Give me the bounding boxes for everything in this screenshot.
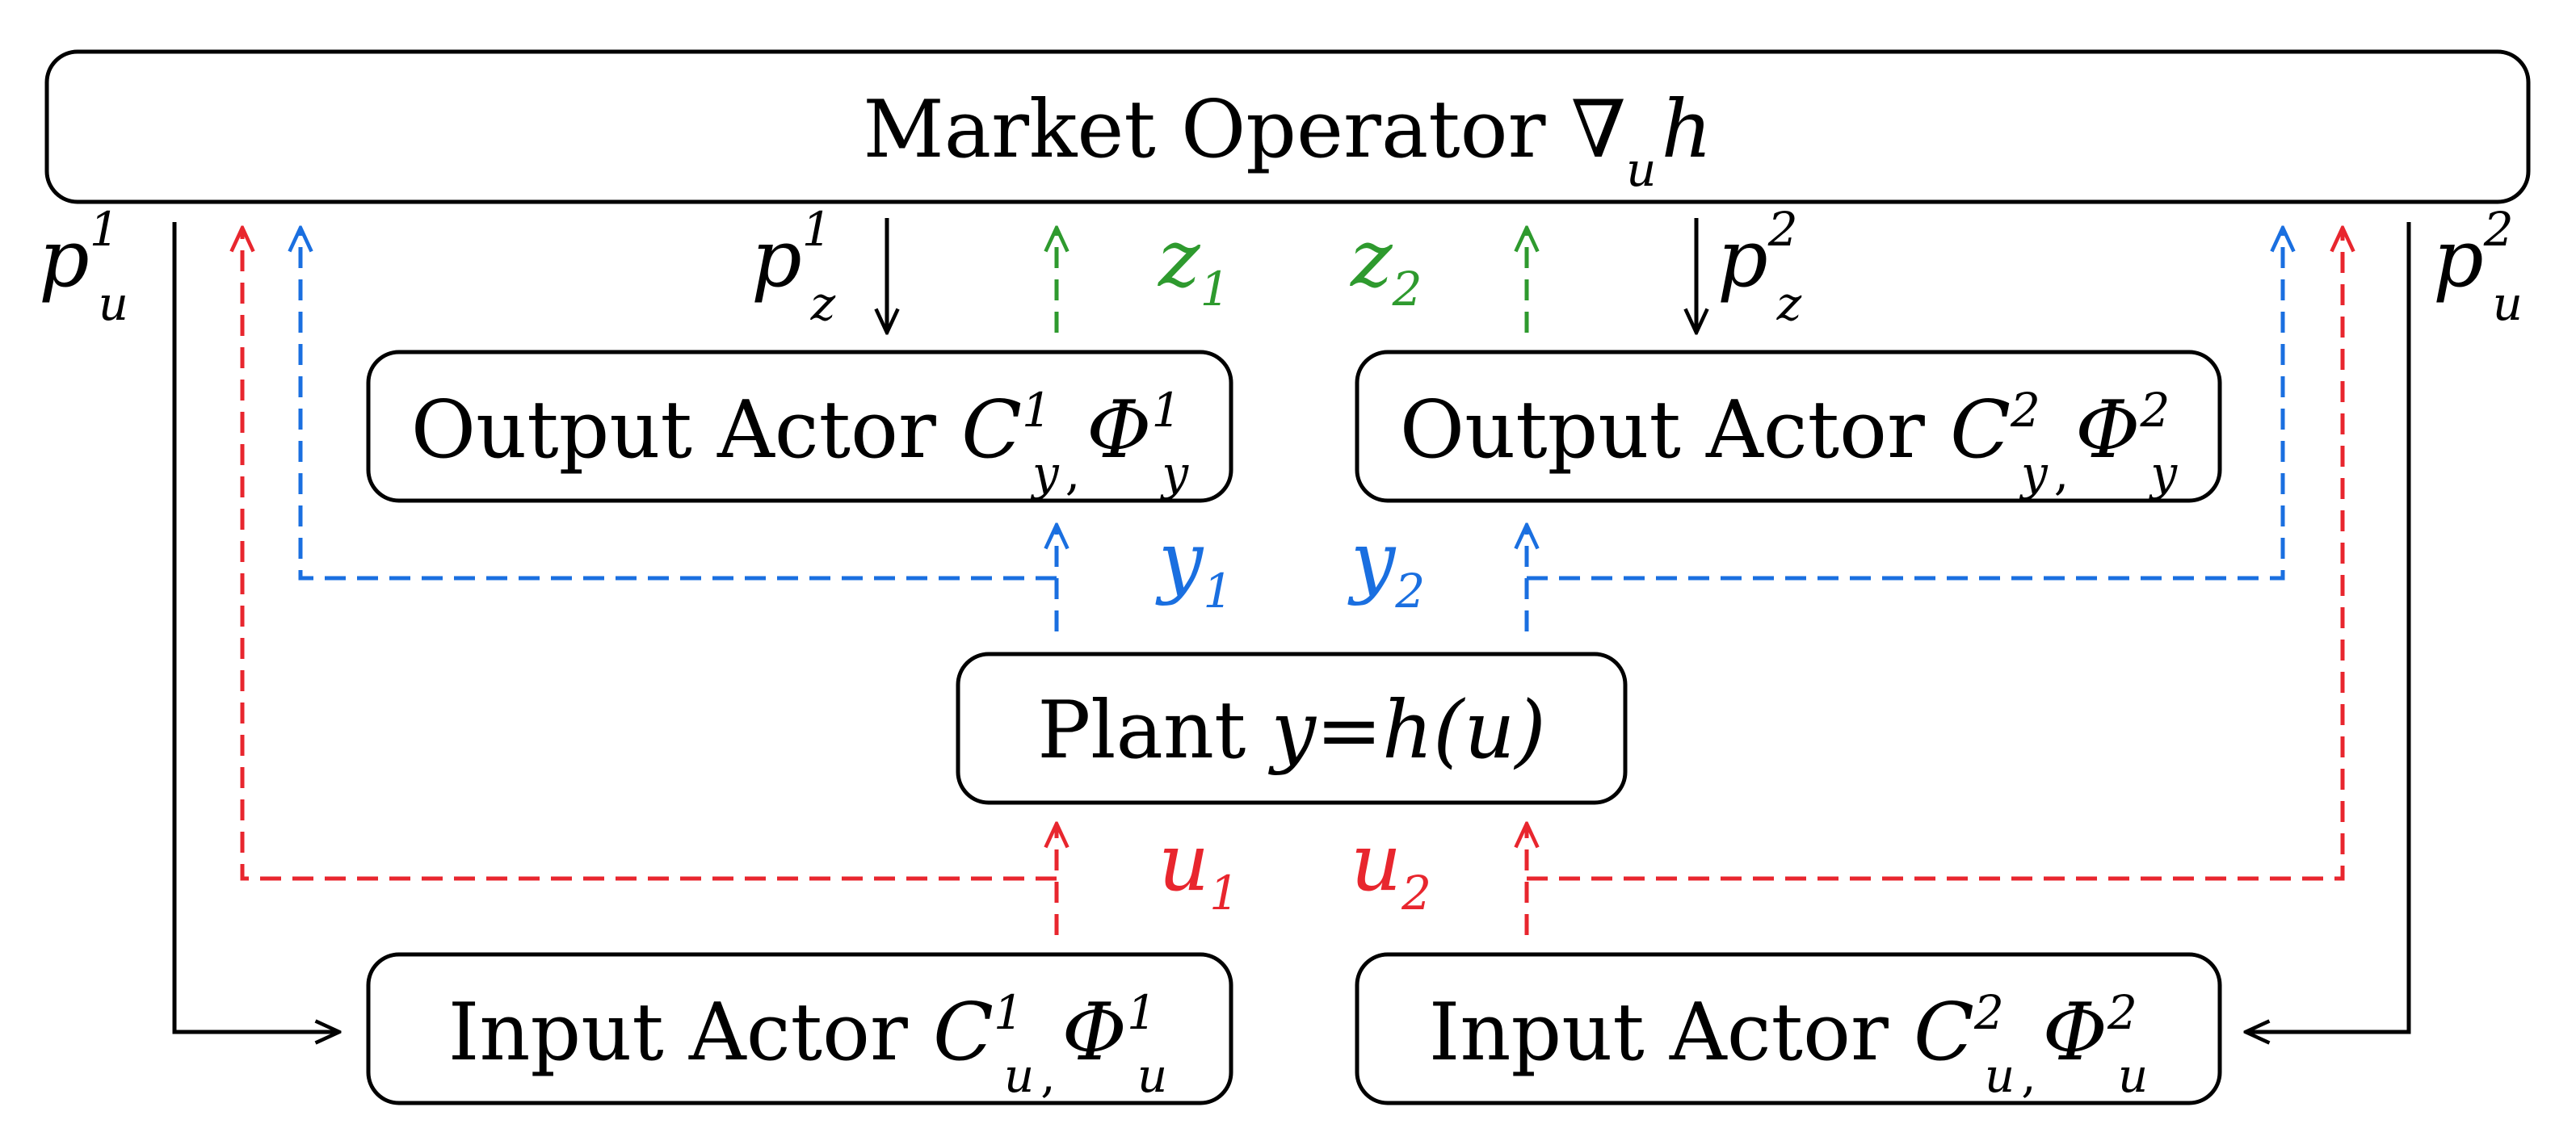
nabla-subscript: u [1626, 142, 1656, 197]
output-actor-2-phi-sup: 2 [2140, 383, 2170, 438]
output-actor-2-c-sub: y [2019, 446, 2049, 501]
input-actor-1-label: Input Actor [448, 987, 933, 1079]
pu2-arrow [2246, 222, 2411, 1032]
input-actor-2-phi: Φ [2043, 987, 2107, 1079]
output-actor-1-phi: Φ [1086, 384, 1151, 476]
svg-text:Market Operator ∇uh: Market Operator ∇uh [863, 84, 1712, 197]
output-actor-1-c-sup: 1 [1022, 383, 1052, 438]
z2-label: z2 [1350, 213, 1422, 317]
output-actor-1-c: C [961, 384, 1022, 476]
input-actor-1-phi-sub: u [1137, 1048, 1167, 1103]
z1-label: z1 [1158, 213, 1230, 317]
svg-text:Plant y=h(u): Plant y=h(u) [1037, 685, 1546, 777]
input-actor-2-c-sup: 2 [1973, 985, 2004, 1040]
output-actor-2-c-sup: 2 [2010, 383, 2040, 438]
input-actor-1-phi: Φ [1062, 987, 1127, 1079]
output-actor-2-phi: Φ [2075, 384, 2140, 476]
market-operator-label: Market Operator [863, 84, 1570, 176]
y2-feedback-arrow [1527, 228, 2283, 581]
input-actor-2-label: Input Actor [1429, 987, 1914, 1079]
u1-label: u1 [1158, 817, 1239, 921]
input-actor-1-phi-sup: 1 [1127, 985, 1157, 1040]
input-actor-2-phi-sub: u [2118, 1048, 2148, 1103]
y1-label: y1 [1155, 515, 1233, 619]
market-operator-box: Market Operator ∇uh [44, 49, 2531, 204]
output-actor-2-comma: , [2054, 446, 2069, 501]
input-actor-1-comma: , [1040, 1048, 1055, 1103]
input-actor-2-c-sub: u [1985, 1048, 2015, 1103]
plant-label: Plant [1037, 685, 1271, 777]
output-actor-1-comma: , [1065, 446, 1080, 501]
plant-equation: y=h(u) [1268, 685, 1546, 777]
u2-label: u2 [1351, 817, 1431, 921]
y1-feedback-arrow [300, 228, 1057, 581]
pu1-arrow [172, 222, 339, 1032]
svg-text:Output Actor C1y,Φ1y: Output Actor C1y,Φ1y [411, 383, 1190, 501]
input-actor-2-phi-sup: 2 [2107, 985, 2137, 1040]
nabla-symbol: ∇ [1571, 84, 1626, 176]
output-actor-1-c-sub: y [1030, 446, 1060, 501]
output-actor-1-phi-sup: 1 [1152, 383, 1182, 438]
svg-text:Output Actor C2y,Φ2y: Output Actor C2y,Φ2y [1400, 383, 2179, 501]
output-actor-1-label: Output Actor [411, 384, 961, 476]
input-actor-1-c-sub: u [1004, 1048, 1034, 1103]
svg-text:Input Actor C2u,Φ2u: Input Actor C2u,Φ2u [1429, 985, 2149, 1103]
u2-feedback-arrow [1527, 228, 2343, 881]
input-actor-1-c-sup: 1 [994, 985, 1023, 1040]
svg-text:Input Actor C1u,Φ1u: Input Actor C1u,Φ1u [448, 985, 1168, 1103]
u1-feedback-arrow [242, 228, 1057, 881]
market-operator-h: h [1661, 84, 1712, 176]
plant-box: Plant y=h(u) [956, 652, 1628, 805]
output-actor-2-label: Output Actor [1400, 384, 1950, 476]
y2-label: y2 [1347, 515, 1425, 619]
input-actor-2-comma: , [2021, 1048, 2036, 1103]
input-actor-2-c: C [1914, 987, 1974, 1079]
output-actor-2-c: C [1950, 384, 2011, 476]
output-actor-1-phi-sub: y [1159, 446, 1189, 501]
output-actor-2-phi-sub: y [2148, 446, 2178, 501]
input-actor-1-c: C [933, 987, 994, 1079]
